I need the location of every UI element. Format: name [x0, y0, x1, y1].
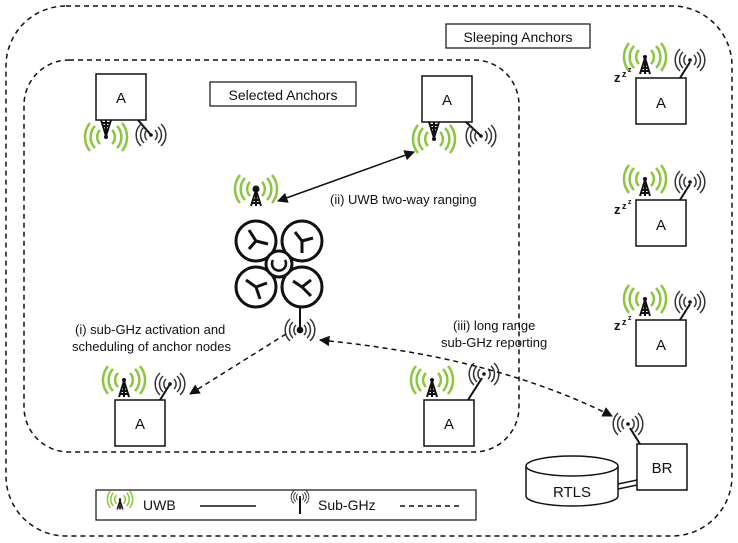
uwb-antenna-icon: [233, 173, 279, 208]
uwb-antenna-icon: [409, 364, 455, 399]
svg-text:A: A: [656, 217, 666, 234]
uwb-antenna-icon: [83, 118, 129, 153]
anchor-sleeping-3: A: [614, 283, 706, 367]
uwb-antenna-icon: [622, 283, 668, 318]
uwb-antenna-icon: [411, 120, 457, 155]
subghz-antenna-icon: [154, 372, 186, 396]
subghz-antenna-icon: [674, 290, 706, 314]
border-router: BR: [612, 412, 688, 491]
anchor-sleeping-1: A: [614, 41, 706, 125]
uwb-ranging-label: (ii) UWB two-way ranging: [330, 192, 477, 207]
svg-text:BR: BR: [652, 460, 673, 477]
subghz-antenna-icon: [135, 123, 167, 147]
svg-text:Selected Anchors: Selected Anchors: [229, 87, 338, 103]
reporting-label-1: (iii) long range: [453, 318, 535, 333]
svg-text:A: A: [656, 95, 666, 112]
svg-text:A: A: [135, 416, 145, 433]
sleeping-region: [5, 5, 733, 537]
svg-text:A: A: [442, 92, 452, 109]
legend-subghz-label: Sub-GHz: [318, 497, 376, 513]
anchor-sleeping-2: A: [614, 163, 706, 247]
svg-text:A: A: [656, 337, 666, 354]
uwb-ranging-arrow: [277, 150, 415, 203]
legend: UWB Sub-GHz: [95, 489, 477, 521]
drone-icon: [233, 173, 324, 343]
subghz-antenna-icon: [674, 48, 706, 72]
anchor-selected-top-left: A: [83, 73, 167, 153]
sleep-icon: [614, 315, 632, 333]
sleeping-anchors-label: Sleeping Anchors: [445, 23, 591, 49]
uwb-antenna-icon: [101, 364, 147, 399]
activation-arrow: [189, 333, 287, 395]
subghz-antenna-icon: [612, 412, 644, 436]
reporting-arrow: [318, 335, 613, 417]
activation-label-1: (i) sub-GHz activation and: [75, 322, 225, 337]
sleep-icon: [614, 199, 632, 217]
svg-text:A: A: [444, 416, 454, 433]
uwb-antenna-icon: [622, 163, 668, 198]
subghz-antenna-icon: [674, 170, 706, 194]
subghz-antenna-icon: [465, 124, 497, 148]
selected-anchors-label: Selected Anchors: [209, 81, 357, 107]
reporting-label-2: sub-GHz reporting: [441, 335, 547, 350]
svg-text:RTLS: RTLS: [553, 484, 591, 501]
legend-uwb-label: UWB: [143, 497, 176, 513]
anchor-selected-bottom-right: A: [409, 362, 500, 447]
svg-text:Sleeping Anchors: Sleeping Anchors: [464, 29, 573, 45]
anchor-selected-top-right: A: [411, 75, 497, 155]
anchor-selected-bottom-left: A: [101, 364, 186, 447]
subghz-legend-icon: [290, 489, 310, 514]
activation-label-2: scheduling of anchor nodes: [72, 339, 232, 354]
rtls-database: RTLS: [525, 455, 638, 507]
svg-text:A: A: [116, 90, 126, 107]
sleep-icon: [614, 67, 632, 85]
selected-region: [23, 59, 520, 453]
